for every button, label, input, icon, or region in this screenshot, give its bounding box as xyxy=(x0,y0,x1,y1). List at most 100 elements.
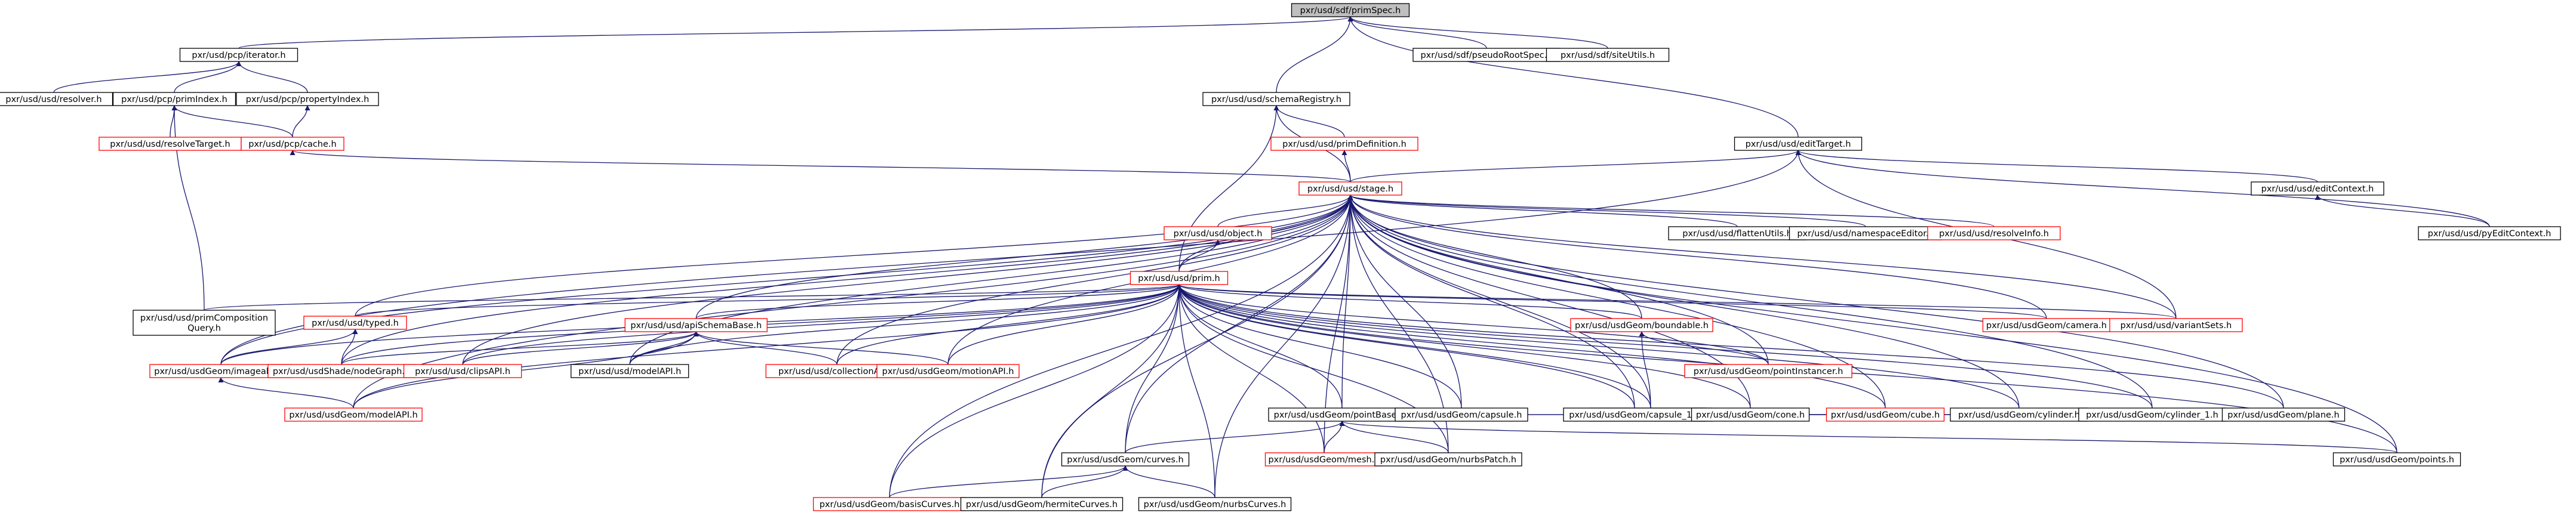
node-box[interactable] xyxy=(1395,407,1528,422)
node-hermiteCurves[interactable]: pxr/usd/usdGeom/hermiteCurves.h xyxy=(960,497,1124,511)
node-modelAPI[interactable]: pxr/usd/usd/modelAPI.h xyxy=(570,364,690,378)
node-basisCurves[interactable]: pxr/usd/usdGeom/basisCurves.h xyxy=(812,497,967,511)
node-primIndex[interactable]: pxr/usd/pcp/primIndex.h xyxy=(112,92,236,106)
node-geomModelAPI[interactable]: pxr/usd/usdGeom/modelAPI.h xyxy=(284,407,423,422)
node-box[interactable] xyxy=(284,407,423,422)
node-object[interactable]: pxr/usd/usd/object.h xyxy=(1164,226,1272,240)
node-box[interactable] xyxy=(2221,407,2346,422)
node-box[interactable] xyxy=(1270,137,1418,151)
node-propertyIndex[interactable]: pxr/usd/pcp/propertyIndex.h xyxy=(236,92,379,106)
node-label: pxr/usd/usd/clipsAPI.h xyxy=(415,367,510,376)
node-pointInstancer[interactable]: pxr/usd/usdGeom/pointInstancer.h xyxy=(1684,364,1852,378)
node-editTarget[interactable]: pxr/usd/usd/editTarget.h xyxy=(1734,137,1863,151)
node-box[interactable] xyxy=(303,316,407,330)
node-box[interactable] xyxy=(1298,181,1402,196)
node-box[interactable] xyxy=(624,318,768,332)
node-label: pxr/usd/pcp/iterator.h xyxy=(192,51,285,60)
node-box[interactable] xyxy=(1164,226,1272,240)
node-box[interactable] xyxy=(960,497,1124,511)
node-primDefinition[interactable]: pxr/usd/usd/primDefinition.h xyxy=(1270,137,1418,151)
node-variantSets[interactable]: pxr/usd/usd/variantSets.h xyxy=(2109,318,2243,332)
node-label: pxr/usd/usd/collectionAPI.h xyxy=(778,367,896,376)
node-primSpec[interactable]: pxr/usd/sdf/primSpec.h xyxy=(1291,3,1410,17)
node-box[interactable] xyxy=(2251,181,2384,196)
node-cube[interactable]: pxr/usd/usdGeom/cube.h xyxy=(1826,407,1945,422)
node-box[interactable] xyxy=(2418,226,2561,240)
node-cylinder1[interactable]: pxr/usd/usdGeom/cylinder_1.h xyxy=(2078,407,2226,422)
node-box[interactable] xyxy=(403,364,522,378)
node-box[interactable] xyxy=(1129,271,1229,285)
node-box[interactable] xyxy=(1684,364,1852,378)
node-box[interactable] xyxy=(2332,452,2461,467)
node-box[interactable] xyxy=(112,92,236,106)
node-boundable[interactable]: pxr/usd/usdGeom/boundable.h xyxy=(1570,318,1713,332)
node-editContext[interactable]: pxr/usd/usd/editContext.h xyxy=(2251,181,2384,196)
node-box[interactable] xyxy=(2109,318,2243,332)
edge-hermiteCurves-to-curves xyxy=(1041,465,1128,498)
node-nurbsCurves[interactable]: pxr/usd/usdGeom/nurbsCurves.h xyxy=(1138,497,1292,511)
node-points[interactable]: pxr/usd/usdGeom/points.h xyxy=(2332,452,2461,467)
node-box[interactable] xyxy=(1138,497,1292,511)
node-pointBased[interactable]: pxr/usd/usdGeom/pointBased.h xyxy=(1268,407,1416,422)
edge-motionAPI-to-prim xyxy=(947,284,1182,365)
node-mesh[interactable]: pxr/usd/usdGeom/mesh.h xyxy=(1264,452,1384,467)
edge-geomModelAPI-to-imageable xyxy=(218,377,354,409)
node-capsule[interactable]: pxr/usd/usdGeom/capsule.h xyxy=(1395,407,1528,422)
node-prim[interactable]: pxr/usd/usd/prim.h xyxy=(1129,271,1229,285)
node-box[interactable] xyxy=(1570,318,1713,332)
node-capsule1[interactable]: pxr/usd/usdGeom/capsule_1.h xyxy=(1563,407,1706,422)
node-label: pxr/usd/usd/resolver.h xyxy=(5,95,101,104)
node-label: pxr/usd/usd/apiSchemaBase.h xyxy=(630,321,762,331)
node-cone[interactable]: pxr/usd/usdGeom/cone.h xyxy=(1691,407,1810,422)
node-box[interactable] xyxy=(1202,92,1350,106)
node-motionAPI[interactable]: pxr/usd/usdGeom/motionAPI.h xyxy=(876,364,1020,378)
edge-editTarget-to-primSpec xyxy=(1347,16,1799,138)
node-plane[interactable]: pxr/usd/usdGeom/plane.h xyxy=(2221,407,2346,422)
node-pseudoRootSpec[interactable]: pxr/usd/sdf/pseudoRootSpec.h xyxy=(1412,48,1561,62)
node-box[interactable] xyxy=(1734,137,1863,151)
node-box[interactable] xyxy=(236,92,379,106)
node-resolveTarget[interactable]: pxr/usd/usd/resolveTarget.h xyxy=(99,137,242,151)
node-stage[interactable]: pxr/usd/usd/stage.h xyxy=(1298,181,1402,196)
node-resolver[interactable]: pxr/usd/usd/resolver.h xyxy=(0,92,113,106)
node-apiSchemaBase[interactable]: pxr/usd/usd/apiSchemaBase.h xyxy=(624,318,768,332)
node-pcpCache[interactable]: pxr/usd/pcp/cache.h xyxy=(241,137,344,151)
node-label: pxr/usd/pcp/primIndex.h xyxy=(121,95,227,104)
node-box[interactable] xyxy=(1691,407,1810,422)
node-box[interactable] xyxy=(570,364,690,378)
node-label: pxr/usd/usd/object.h xyxy=(1174,229,1263,239)
node-box[interactable] xyxy=(241,137,344,151)
node-box[interactable] xyxy=(1291,3,1410,17)
node-siteUtils[interactable]: pxr/usd/sdf/siteUtils.h xyxy=(1546,48,1670,62)
edge-primCompositionQuery-to-primIndex xyxy=(171,105,205,311)
node-nurbsPatch[interactable]: pxr/usd/usdGeom/nurbsPatch.h xyxy=(1374,452,1522,467)
node-typed[interactable]: pxr/usd/usd/typed.h xyxy=(303,316,407,330)
node-box[interactable] xyxy=(1374,452,1522,467)
edge-basisCurves-to-curves xyxy=(889,465,1128,498)
node-box[interactable] xyxy=(876,364,1020,378)
edge-typed-to-prim xyxy=(355,284,1182,317)
node-box[interactable] xyxy=(1927,226,2061,240)
node-box[interactable] xyxy=(1546,48,1670,62)
node-camera[interactable]: pxr/usd/usdGeom/camera.h xyxy=(1982,318,2111,332)
node-clipsAPI[interactable]: pxr/usd/usd/clipsAPI.h xyxy=(403,364,522,378)
node-box[interactable] xyxy=(1061,452,1190,467)
node-collectionAPI[interactable]: pxr/usd/usd/collectionAPI.h xyxy=(765,364,909,378)
node-nodeGraph[interactable]: pxr/usd/usdShade/nodeGraph.h xyxy=(267,364,416,378)
edge-prim-to-object xyxy=(1178,239,1221,272)
node-box[interactable] xyxy=(179,48,298,62)
node-pcpIterator[interactable]: pxr/usd/pcp/iterator.h xyxy=(179,48,298,62)
node-box[interactable] xyxy=(133,310,276,336)
node-schemaRegistry[interactable]: pxr/usd/usd/schemaRegistry.h xyxy=(1202,92,1350,106)
node-namespaceEditor[interactable]: pxr/usd/usd/namespaceEditor.h xyxy=(1789,226,1943,240)
node-resolveInfo[interactable]: pxr/usd/usd/resolveInfo.h xyxy=(1927,226,2061,240)
node-pyEditContext[interactable]: pxr/usd/usd/pyEditContext.h xyxy=(2418,226,2561,240)
node-box[interactable] xyxy=(0,92,113,106)
node-box[interactable] xyxy=(1826,407,1945,422)
node-cylinder[interactable]: pxr/usd/usdGeom/cylinder.h xyxy=(1950,407,2088,422)
node-flattenUtils[interactable]: pxr/usd/usd/flattenUtils.h xyxy=(1668,226,1806,240)
node-curves[interactable]: pxr/usd/usdGeom/curves.h xyxy=(1061,452,1190,467)
node-imageable[interactable]: pxr/usd/usdGeom/imageable.h xyxy=(149,364,293,378)
